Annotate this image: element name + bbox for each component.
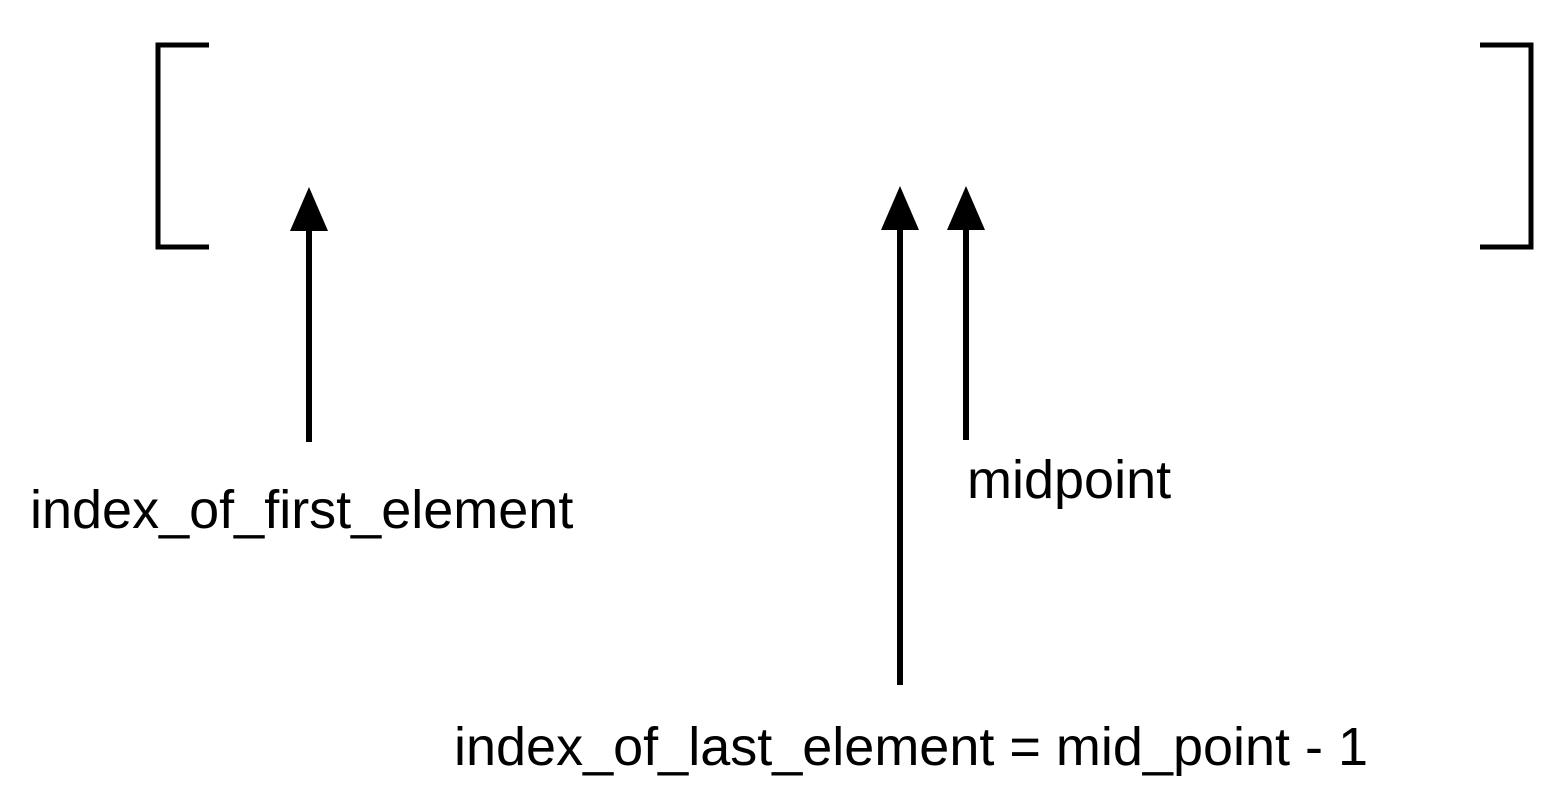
first-element-arrow bbox=[290, 187, 328, 442]
midpoint-label: midpoint bbox=[967, 450, 1171, 510]
last-element-label: index_of_last_element = mid_point - 1 bbox=[454, 717, 1368, 777]
last-element-arrow bbox=[881, 186, 919, 685]
first-element-label: index_of_first_element bbox=[30, 480, 573, 540]
midpoint-arrow bbox=[947, 186, 985, 440]
right-bracket bbox=[1480, 42, 1534, 250]
left-bracket bbox=[155, 42, 209, 250]
